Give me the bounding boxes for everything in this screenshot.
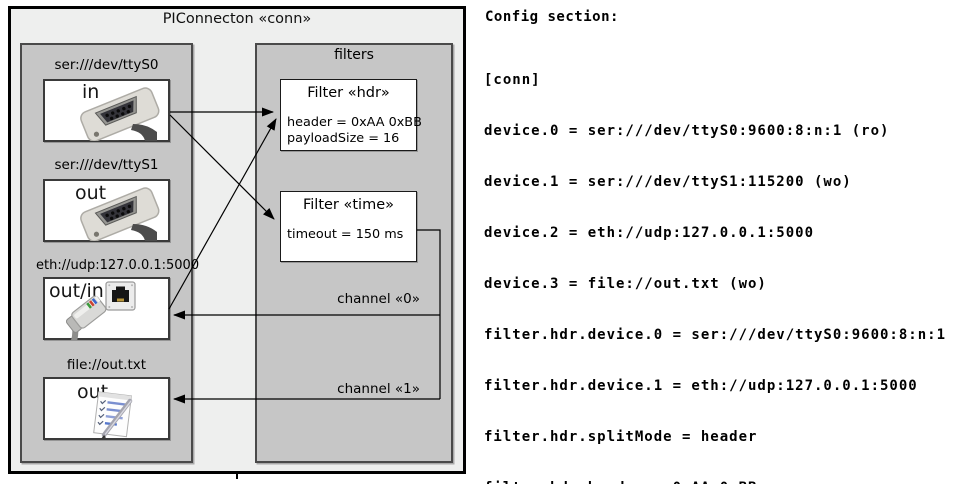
config-section: [conn] device.0 = ser:///dev/ttyS0:9600:… bbox=[484, 39, 955, 484]
filter-hdr-box: Filter «hdr» header = 0xAA 0xBB payloadS… bbox=[280, 79, 422, 151]
ethernet-plug-icon bbox=[65, 295, 107, 340]
filter-title: Filter «time» bbox=[302, 197, 395, 213]
device-box-eth: out/in bbox=[43, 277, 170, 340]
port-label: out bbox=[75, 182, 107, 204]
filter-attribute: timeout = 150 ms bbox=[287, 227, 404, 242]
device-label-eth: eth://udp:127.0.0.1:5000 bbox=[36, 258, 200, 273]
filter-attribute: header = 0xAA 0xBB bbox=[287, 115, 422, 130]
config-line: filter.hdr.device.0 = ser:///dev/ttyS0:9… bbox=[484, 327, 947, 343]
config-line: filter.hdr.splitMode = header bbox=[484, 429, 758, 445]
diagram-title: PIConnecton «conn» bbox=[162, 11, 312, 27]
channel-1-label: channel «1» bbox=[337, 381, 420, 397]
config-line: device.1 = ser:///dev/ttyS1:115200 (wo) bbox=[484, 174, 852, 190]
device-box-file: out bbox=[43, 377, 170, 440]
config-title: Config section: bbox=[485, 9, 619, 25]
bottom-tick bbox=[236, 471, 238, 479]
filter-title: Filter «hdr» bbox=[307, 85, 390, 101]
device-box-ttys1: out bbox=[43, 179, 170, 242]
filter-time-box: Filter «time» timeout = 150 ms bbox=[280, 191, 417, 262]
serial-connector-icon bbox=[80, 187, 160, 241]
device-box-ttys0: in bbox=[43, 79, 170, 142]
filter-attribute: payloadSize = 16 bbox=[287, 130, 400, 146]
ethernet-jack-icon bbox=[105, 281, 136, 311]
channel-0-label: channel «0» bbox=[337, 291, 420, 307]
port-label: in bbox=[82, 81, 100, 103]
serial-connector-icon bbox=[80, 87, 160, 141]
config-line: [conn] bbox=[484, 72, 541, 88]
port-label: out/in bbox=[49, 280, 104, 302]
config-line: device.3 = file://out.txt (wo) bbox=[484, 276, 767, 292]
config-line: device.0 = ser:///dev/ttyS0:9600:8:n:1 (… bbox=[484, 123, 890, 139]
device-label-ttys1: ser:///dev/ttyS1 bbox=[54, 157, 159, 173]
notepad-file-icon bbox=[93, 391, 133, 439]
filters-panel-title: filters bbox=[334, 47, 374, 63]
config-line: device.2 = eth://udp:127.0.0.1:5000 bbox=[484, 225, 815, 241]
config-line: filter.hdr.header = 0xAA 0xBB bbox=[484, 479, 955, 484]
device-label-file: file://out.txt bbox=[66, 357, 147, 373]
device-label-ttys0: ser:///dev/ttyS0 bbox=[54, 57, 159, 73]
config-line: filter.hdr.device.1 = eth://udp:127.0.0.… bbox=[484, 378, 918, 394]
